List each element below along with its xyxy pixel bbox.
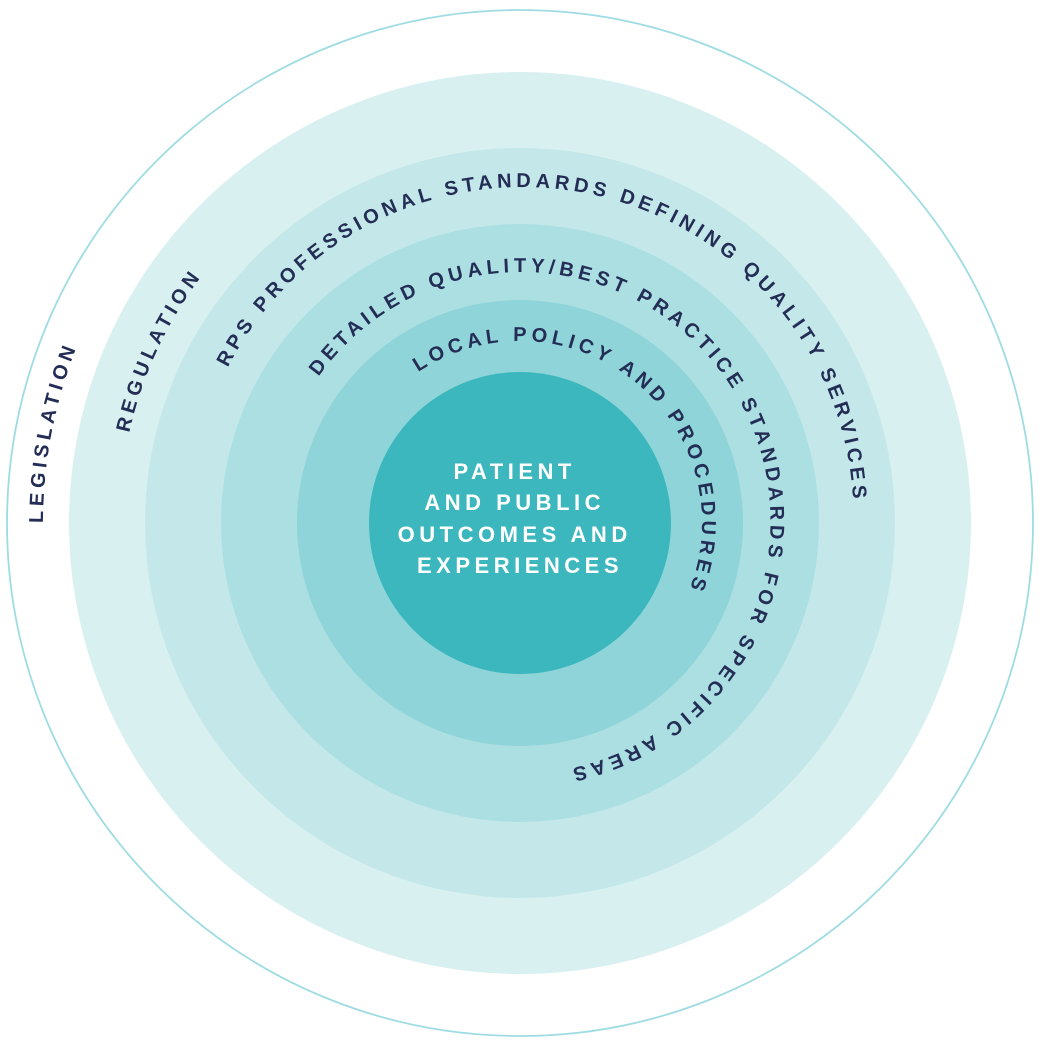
- center-circle: [369, 372, 671, 674]
- center-line-2: AND PUBLIC: [424, 490, 605, 515]
- center-line-4: EXPERIENCES: [417, 553, 623, 578]
- center-line-3: OUTCOMES AND: [398, 522, 632, 547]
- center-line-1: PATIENT: [454, 459, 576, 484]
- center-circle-label: PATIENT AND PUBLIC OUTCOMES AND EXPERIEN…: [398, 459, 643, 578]
